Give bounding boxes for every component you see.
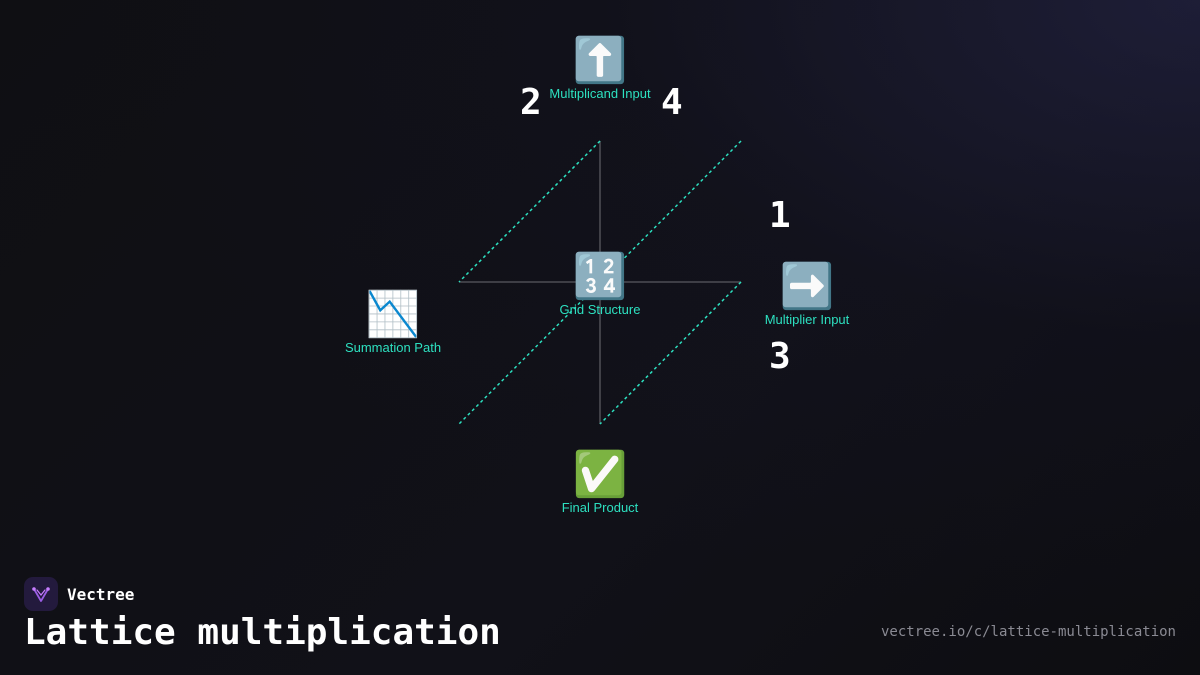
- multiplier-input-node: ➡️ Multiplier Input: [764, 262, 850, 328]
- final-product-node: ✅ Final Product: [561, 450, 639, 516]
- input-numbers-icon: 🔢: [572, 252, 628, 301]
- multiplicand-digit: 2: [520, 82, 542, 123]
- logo-mark: [32, 587, 50, 602]
- multiplier-digit: 1: [769, 195, 791, 236]
- grid-structure-label: Grid Structure: [559, 302, 641, 317]
- multiplicand-input-label: Multiplicand Input: [549, 86, 651, 101]
- source-url: vectree.io/c/lattice-multiplication: [880, 624, 1176, 640]
- right-arrow-icon: ➡️: [779, 262, 835, 311]
- brand: Vectree: [24, 577, 134, 611]
- page-title: Lattice multiplication: [24, 612, 501, 653]
- chart-decreasing-icon: 📉: [365, 290, 421, 339]
- up-arrow-icon: ⬆️: [572, 36, 628, 85]
- summation-path-label: Summation Path: [344, 340, 442, 355]
- multiplicand-input-node: ⬆️ Multiplicand Input: [549, 36, 651, 102]
- final-product-label: Final Product: [561, 500, 639, 515]
- brand-name: Vectree: [67, 584, 135, 604]
- summation-path-node: 📉 Summation Path: [344, 290, 442, 356]
- multiplier-digit: 3: [769, 336, 791, 377]
- vectree-logo-icon: [24, 577, 58, 611]
- multiplicand-digit: 4: [661, 82, 683, 123]
- grid-structure-node: 🔢 Grid Structure: [559, 252, 641, 318]
- check-mark-icon: ✅: [572, 450, 628, 499]
- multiplier-input-label: Multiplier Input: [764, 312, 850, 327]
- diagonal-line: [458, 140, 742, 425]
